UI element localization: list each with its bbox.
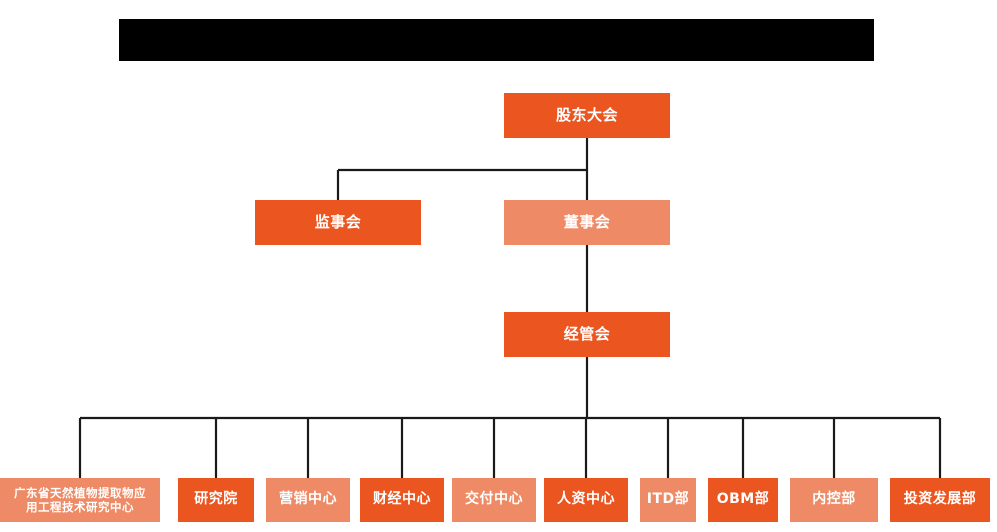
org-node-label: 人资中心 — [557, 491, 615, 508]
org-node-label: 内控部 — [812, 491, 856, 508]
org-node-label: 董事会 — [563, 213, 611, 232]
org-node-label: 经管会 — [563, 325, 611, 344]
org-node-shareholders[interactable]: 股东大会 — [504, 93, 670, 138]
org-node-label: 投资发展部 — [903, 491, 977, 508]
org-node-supervisors[interactable]: 监事会 — [255, 200, 421, 245]
org-node-label: 财经中心 — [373, 491, 431, 508]
org-node-mgmt-committee[interactable]: 经管会 — [504, 312, 670, 357]
org-node-marketing-center[interactable]: 营销中心 — [266, 478, 350, 522]
org-node-label: 交付中心 — [465, 491, 523, 508]
org-node-label: 用工程技术研究中心 — [26, 500, 134, 514]
org-node-label: ITD部 — [646, 491, 690, 508]
org-node-itd-dept[interactable]: ITD部 — [640, 478, 696, 522]
redacted-title-banner — [119, 19, 874, 61]
org-node-label: 股东大会 — [555, 106, 618, 125]
org-node-directors[interactable]: 董事会 — [504, 200, 670, 245]
org-node-label: 营销中心 — [279, 491, 337, 508]
org-node-obm-dept[interactable]: OBM部 — [708, 478, 778, 522]
org-node-delivery-center[interactable]: 交付中心 — [452, 478, 536, 522]
org-node-label: OBM部 — [716, 491, 770, 508]
org-node-internal-control[interactable]: 内控部 — [790, 478, 878, 522]
org-node-label: 研究院 — [194, 491, 238, 508]
org-node-gd-research-center[interactable]: 广东省天然植物提取物应用工程技术研究中心 — [0, 478, 160, 522]
org-node-hr-center[interactable]: 人资中心 — [544, 478, 628, 522]
org-node-investment-dev[interactable]: 投资发展部 — [890, 478, 990, 522]
org-node-label: 监事会 — [314, 213, 362, 232]
org-node-label: 广东省天然植物提取物应 — [14, 485, 146, 500]
org-node-research-institute[interactable]: 研究院 — [178, 478, 254, 522]
org-node-finance-center[interactable]: 财经中心 — [360, 478, 444, 522]
org-node-label-block: 广东省天然植物提取物应用工程技术研究中心 — [14, 486, 146, 515]
